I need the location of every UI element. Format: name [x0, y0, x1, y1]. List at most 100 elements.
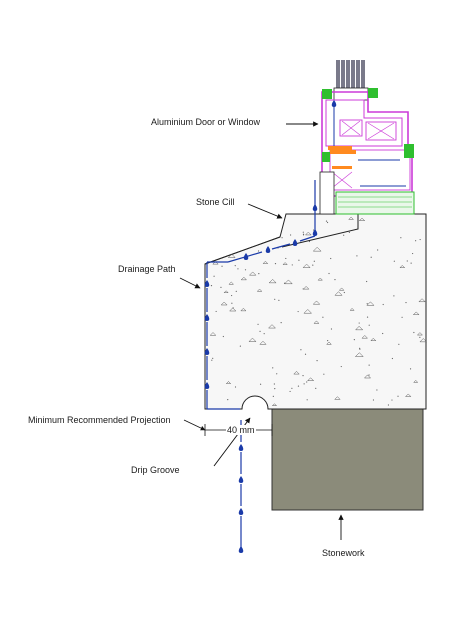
concrete-speck — [366, 280, 368, 283]
concrete-speck — [235, 290, 237, 292]
concrete-aggregate — [418, 298, 426, 303]
concrete-speck — [259, 330, 261, 332]
label-projection: Minimum Recommended Projection — [28, 415, 171, 425]
concrete-aggregate — [228, 281, 235, 285]
concrete-speck — [291, 264, 293, 266]
concrete-aggregate — [248, 337, 257, 342]
concrete-aggregate — [267, 324, 277, 329]
concrete-aggregate — [271, 403, 278, 406]
concrete-aggregate — [240, 276, 248, 281]
concrete-speck — [210, 285, 213, 287]
concrete-aggregate — [227, 253, 236, 258]
concrete-speck — [316, 360, 318, 362]
concrete-speck — [400, 237, 402, 239]
concrete-speck — [274, 388, 276, 390]
water-droplet — [238, 546, 244, 553]
concrete-speck — [325, 220, 328, 222]
concrete-speck — [259, 383, 262, 385]
concrete-aggregate — [348, 216, 355, 220]
concrete-aggregate — [262, 260, 269, 264]
aluminium-window-frame — [319, 60, 415, 215]
concrete-aggregate — [293, 371, 300, 375]
concrete-aggregate — [220, 301, 228, 306]
concrete-aggregate — [302, 286, 310, 290]
concrete-speck — [291, 387, 293, 389]
concrete-aggregate — [349, 308, 355, 311]
concrete-speck — [343, 291, 345, 294]
concrete-speck — [302, 231, 304, 233]
water-droplet — [204, 348, 210, 355]
concrete-speck — [393, 260, 395, 262]
concrete-speck — [358, 322, 360, 324]
concrete-aggregate — [268, 279, 277, 284]
concrete-speck — [221, 265, 223, 267]
concrete-speck — [348, 231, 350, 233]
concrete-speck — [231, 302, 233, 304]
concrete-speck — [393, 295, 395, 297]
concrete-speck — [376, 389, 378, 391]
concrete-speck — [308, 240, 311, 243]
stone-cill — [204, 213, 428, 410]
water-droplet — [292, 239, 298, 246]
concrete-speck — [220, 286, 222, 288]
concrete-speck — [401, 316, 403, 318]
label-dimension: 40 mm — [226, 425, 256, 435]
concrete-speck — [231, 294, 233, 297]
concrete-speck — [409, 368, 412, 370]
concrete-speck — [410, 262, 412, 264]
concrete-aggregate — [248, 271, 257, 276]
concrete-speck — [306, 399, 308, 401]
label-stonework: Stonework — [322, 548, 365, 558]
concrete-speck — [366, 303, 368, 305]
concrete-aggregate — [370, 337, 377, 341]
water-droplet — [204, 382, 210, 389]
concrete-speck — [239, 345, 241, 347]
concrete-aggregate — [223, 290, 229, 293]
water-droplet — [312, 229, 318, 236]
concrete-aggregate — [212, 261, 219, 265]
concrete-aggregate — [366, 301, 375, 306]
concrete-speck — [274, 298, 276, 300]
concrete-aggregate — [282, 262, 288, 265]
concrete-aggregate — [358, 217, 366, 221]
concrete-aggregate — [313, 320, 320, 324]
water-droplet — [204, 314, 210, 321]
concrete-speck — [215, 310, 217, 313]
concrete-speck — [315, 387, 317, 390]
concrete-aggregate — [317, 277, 323, 281]
concrete-speck — [382, 303, 384, 306]
concrete-speck — [212, 357, 214, 359]
concrete-aggregate — [361, 335, 369, 339]
concrete-speck — [353, 339, 355, 341]
concrete-speck — [312, 264, 314, 266]
concrete-speck — [368, 324, 370, 326]
concrete-aggregate — [354, 325, 364, 331]
water-droplet — [331, 100, 337, 107]
concrete-aggregate — [302, 263, 311, 268]
concrete-aggregate — [256, 288, 263, 292]
concrete-aggregate — [354, 352, 364, 357]
concrete-speck — [302, 233, 305, 235]
concrete-speck — [303, 383, 305, 385]
concrete-speck — [289, 234, 292, 236]
concrete-speck — [302, 375, 304, 377]
concrete-speck — [391, 399, 393, 401]
concrete-aggregate — [312, 300, 321, 305]
concrete-speck — [278, 299, 280, 301]
concrete-aggregate — [304, 231, 312, 236]
concrete-aggregate — [334, 291, 343, 296]
concrete-speck — [327, 340, 329, 342]
concrete-speck — [273, 383, 275, 385]
concrete-aggregate — [307, 377, 315, 382]
concrete-aggregate — [399, 265, 406, 268]
concrete-speck — [257, 250, 260, 252]
concrete-speck — [257, 323, 259, 325]
concrete-speck — [377, 249, 379, 251]
concrete-speck — [368, 364, 370, 366]
drainage-droplets — [204, 100, 337, 553]
concrete-speck — [213, 275, 215, 277]
concrete-speck — [359, 347, 361, 349]
concrete-speck — [234, 265, 236, 267]
concrete-speck — [397, 395, 399, 397]
